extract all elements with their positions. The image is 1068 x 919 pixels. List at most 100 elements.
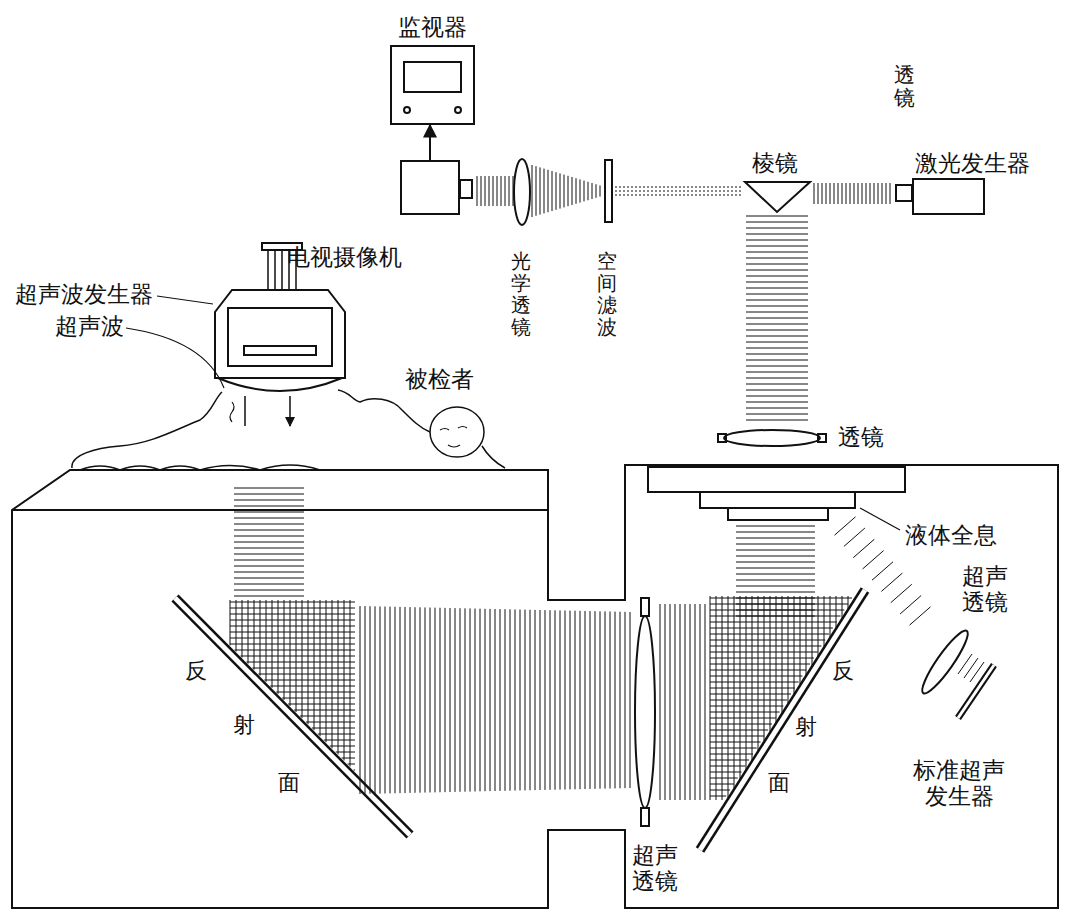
wave-line bbox=[710, 724, 772, 725]
wave-line bbox=[513, 176, 514, 206]
wave-line bbox=[509, 176, 510, 206]
wave-line bbox=[746, 390, 808, 391]
wave-line bbox=[752, 596, 753, 760]
wave-line bbox=[853, 539, 874, 557]
wave-line bbox=[746, 264, 808, 265]
wave-line bbox=[525, 610, 526, 791]
part-label: 反射面 bbox=[185, 658, 207, 683]
wave-line bbox=[485, 176, 486, 206]
wave-line bbox=[430, 608, 431, 793]
lens-tab bbox=[818, 434, 826, 442]
wave-line bbox=[306, 722, 355, 723]
wave-mark bbox=[230, 402, 234, 422]
wave-line bbox=[736, 568, 815, 569]
wave-line bbox=[746, 360, 808, 361]
wave-line bbox=[656, 186, 657, 197]
wave-line bbox=[625, 612, 626, 788]
wave-line bbox=[497, 176, 498, 206]
wave-line bbox=[385, 607, 386, 794]
wave-line bbox=[680, 186, 681, 197]
liquid-hologram bbox=[648, 467, 905, 492]
wave-line bbox=[605, 611, 606, 788]
wave-line bbox=[854, 183, 855, 204]
wave-line bbox=[710, 658, 814, 659]
wave-line bbox=[746, 348, 808, 349]
generator-plate bbox=[244, 346, 316, 355]
wave-line bbox=[580, 611, 581, 789]
label-char: 面 bbox=[768, 770, 790, 795]
wave-line bbox=[746, 420, 808, 421]
wave-line bbox=[560, 610, 561, 789]
wave-line bbox=[736, 586, 815, 587]
wave-line bbox=[477, 176, 478, 206]
wave-line bbox=[405, 607, 406, 793]
wave-line bbox=[548, 170, 549, 212]
wave-line bbox=[710, 748, 757, 749]
generator-window bbox=[228, 308, 332, 366]
wave-line bbox=[348, 764, 355, 765]
wave-line bbox=[495, 609, 496, 791]
wave-line bbox=[710, 616, 841, 617]
part-label: 超声 透镜 bbox=[960, 563, 1010, 616]
wave-line bbox=[900, 596, 921, 614]
wave-line bbox=[736, 550, 815, 551]
wave-line bbox=[891, 584, 912, 602]
wave-line bbox=[435, 608, 436, 793]
wave-line bbox=[746, 324, 808, 325]
wave-line bbox=[234, 572, 304, 573]
wave-line bbox=[632, 186, 633, 197]
liquid-hologram bbox=[728, 508, 828, 520]
lens bbox=[724, 430, 820, 446]
wave-line bbox=[826, 183, 827, 204]
wave-line bbox=[740, 596, 741, 779]
wave-line bbox=[710, 730, 768, 731]
wave-line bbox=[290, 600, 291, 706]
label-char: 射 bbox=[233, 712, 255, 737]
wave-line bbox=[242, 600, 243, 658]
optical-lens bbox=[514, 159, 530, 225]
wave-line bbox=[685, 604, 686, 800]
wave-line bbox=[234, 530, 304, 531]
wave-line bbox=[550, 610, 551, 790]
prism bbox=[745, 182, 810, 212]
wave-line bbox=[881, 573, 902, 591]
wave-line bbox=[964, 658, 978, 678]
wave-line bbox=[736, 574, 815, 575]
wave-line bbox=[736, 556, 815, 557]
wave-line bbox=[746, 342, 808, 343]
wave-line bbox=[234, 512, 304, 513]
wave-line bbox=[870, 183, 871, 204]
wave-line bbox=[278, 600, 279, 694]
wave-line bbox=[420, 607, 421, 792]
wave-line bbox=[758, 596, 759, 751]
wave-line bbox=[830, 183, 831, 204]
wave-line bbox=[746, 396, 808, 397]
wave-line bbox=[746, 252, 808, 253]
wave-line bbox=[740, 186, 741, 197]
wave-line bbox=[866, 183, 867, 204]
wave-line bbox=[710, 736, 764, 737]
wave-line bbox=[818, 596, 819, 656]
wave-line bbox=[746, 408, 808, 409]
wave-line bbox=[234, 584, 304, 585]
wave-line bbox=[746, 288, 808, 289]
lens-tab bbox=[718, 434, 726, 442]
wave-line bbox=[670, 604, 671, 800]
wave-line bbox=[746, 282, 808, 283]
camera-box: 电视摄像机 bbox=[400, 160, 460, 215]
wave-line bbox=[234, 596, 304, 597]
wave-line bbox=[746, 270, 808, 271]
wave-line bbox=[746, 336, 808, 337]
wave-line bbox=[234, 536, 304, 537]
part-label: 光学透镜 bbox=[511, 250, 531, 338]
wave-line bbox=[746, 312, 808, 313]
wave-line bbox=[695, 604, 696, 800]
wave-line bbox=[846, 183, 847, 204]
wave-line bbox=[660, 186, 661, 197]
wave-line bbox=[595, 611, 596, 789]
wave-line bbox=[680, 604, 681, 800]
wave-line bbox=[485, 609, 486, 791]
tank-edge bbox=[12, 509, 548, 511]
wave-line bbox=[710, 646, 821, 647]
wave-line bbox=[234, 506, 304, 507]
